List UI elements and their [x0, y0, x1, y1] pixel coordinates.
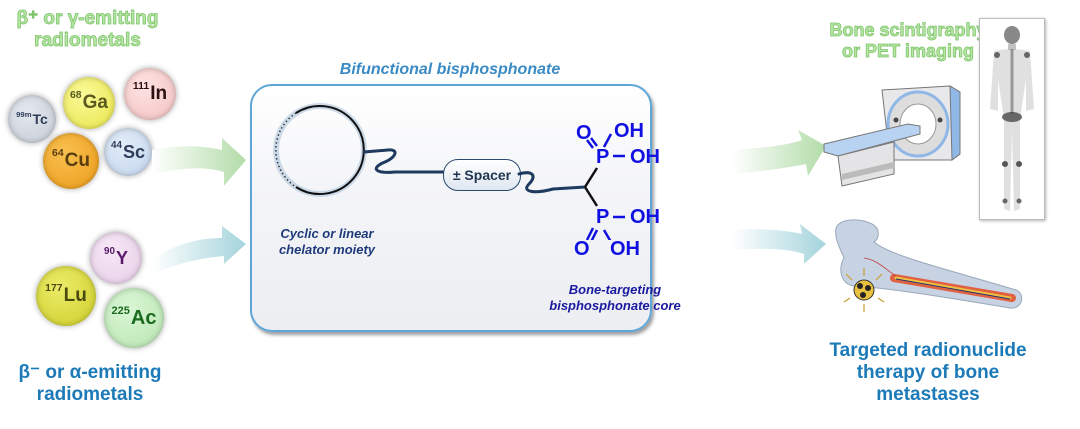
therapy-outcome-heading: Targeted radionuclide therapy of bone me…: [829, 340, 1027, 405]
femur-metastasis-icon: [835, 219, 1023, 312]
imaging-heading-line1: β⁺ or γ-emitting: [16, 8, 159, 30]
spacer-pill: ± Spacer: [443, 159, 521, 191]
radiometal-in111: 111In: [124, 68, 176, 120]
bone-scan-image: [979, 18, 1045, 220]
therapy-output-arrow: [732, 224, 826, 264]
radiometal-lu177: 177Lu: [36, 266, 96, 326]
chelator-label: Cyclic or linear chelator moiety: [278, 226, 376, 257]
atom-top-o: O: [576, 122, 592, 144]
skeleton-scan-icon: [990, 26, 1034, 211]
imaging-input-arrow: [152, 138, 246, 186]
radiometal-tc99m: 99mTc: [8, 95, 56, 143]
atom-top-oh1: OH: [614, 120, 644, 142]
core-label: Bone-targeting bisphosphonate core: [549, 282, 681, 313]
imaging-heading-line2: radiometals: [34, 29, 141, 51]
radiometal-y90: 90Y: [90, 232, 142, 284]
atom-bottom-oh1: OH: [630, 206, 660, 228]
atom-top-oh2: OH: [630, 146, 660, 168]
radiometal-cu64: 64Cu: [43, 133, 99, 189]
atom-bottom-o: O: [574, 238, 590, 260]
pet-scanner-icon: [823, 85, 961, 187]
radiometal-ga68: 68Ga: [63, 77, 115, 129]
therapy-heading-line2: radiometals: [36, 383, 144, 405]
imaging-outcome-heading: Bone scintigraphy or PET imaging: [829, 20, 987, 61]
chelator-ring-icon: [273, 103, 445, 197]
radiometal-ac225: 225Ac: [104, 288, 164, 348]
imaging-output-arrow: [732, 130, 826, 176]
atom-bottom-oh2: OH: [610, 238, 640, 260]
imaging-radiometals-heading: β⁺ or γ-emitting radiometals: [0, 8, 175, 52]
therapy-heading-line1: β⁻ or α-emitting: [18, 362, 162, 383]
radiometal-sc44: 44Sc: [104, 128, 152, 176]
therapy-input-arrow: [152, 226, 246, 274]
bifunctional-bisphosphonate-panel: [250, 84, 652, 332]
bisphosphonate-bonds-icon: [517, 133, 625, 240]
therapy-radiometals-heading: β⁻ or α-emitting radiometals: [0, 362, 180, 406]
atom-bottom-p: P: [596, 206, 610, 228]
bifunctional-bisphosphonate-title: Bifunctional bisphosphonate: [339, 61, 561, 78]
atom-top-p: P: [596, 146, 610, 168]
